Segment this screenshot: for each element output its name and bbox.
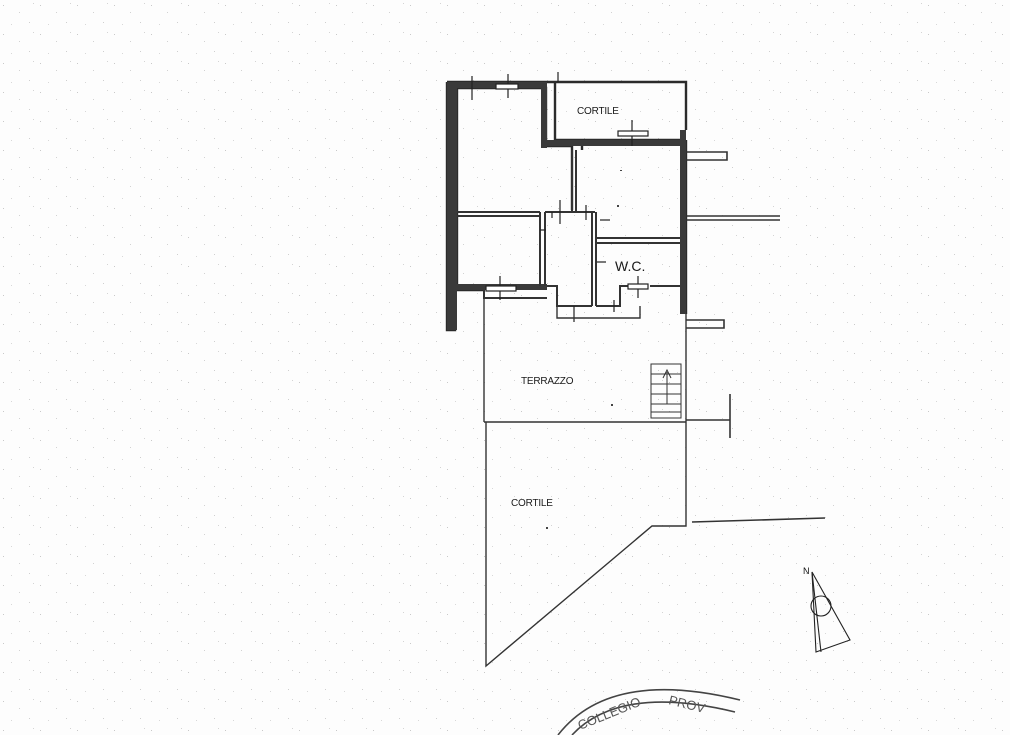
opening-symbols [471,72,649,322]
stair [650,363,682,419]
compass-symbol [810,571,851,653]
boundary-lines [686,151,826,523]
terrace-outline [483,298,687,423]
room-label-wc: W.C. [615,258,646,274]
room-label-cortile-bottom: CORTILE [511,498,553,509]
room-label-cortile-top: CORTILE [577,106,619,117]
room-label-terrazzo: TERRAZZO [521,376,574,387]
dot-marks [546,170,622,529]
courtyard-outline [485,422,687,668]
compass-north-label: N [803,566,810,576]
